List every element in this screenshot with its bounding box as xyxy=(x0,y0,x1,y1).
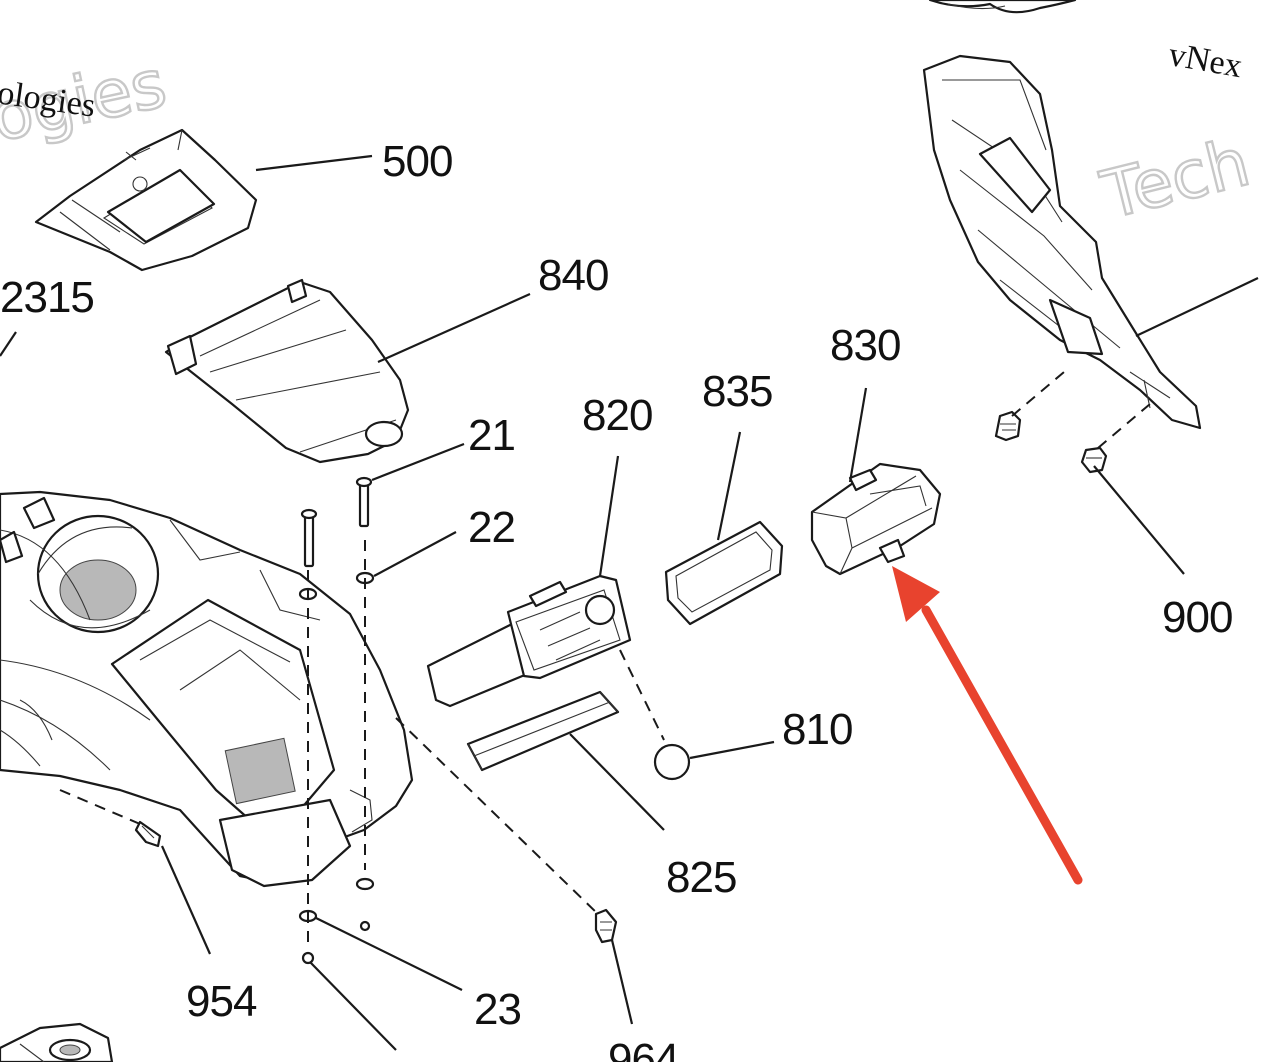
assembly-line-900-b xyxy=(1097,403,1151,449)
callout-23: 23 xyxy=(474,985,521,1034)
part-900-side-panel xyxy=(922,54,1202,430)
bolt-end-b xyxy=(359,920,371,932)
part-954-screw xyxy=(59,789,162,848)
watermark-outline-right: Tech xyxy=(1094,124,1257,235)
callout-810: 810 xyxy=(782,705,852,754)
callout-825: 825 xyxy=(666,853,736,902)
leader-900 xyxy=(1093,465,1185,575)
leader-954 xyxy=(160,845,212,955)
part-830-module xyxy=(810,462,942,576)
callout-900: 900 xyxy=(1162,593,1232,642)
leader-820 xyxy=(598,455,620,577)
leader-830 xyxy=(848,387,868,483)
screw-900-a xyxy=(994,410,1022,442)
leader-500 xyxy=(255,154,373,172)
watermark-left: ogies ologies xyxy=(0,44,174,158)
leader-835 xyxy=(716,431,742,541)
leader-23-b xyxy=(309,961,397,1051)
leader-964 xyxy=(610,939,634,1025)
leader-23 xyxy=(315,917,463,991)
partial-part-bottom-left xyxy=(0,1022,114,1062)
leader-810 xyxy=(689,740,775,760)
callout-22: 22 xyxy=(468,503,515,552)
part-21-screw-b xyxy=(300,508,318,568)
leader-22 xyxy=(373,531,457,577)
part-23-washer-b xyxy=(355,877,375,891)
part-964-screw xyxy=(594,908,618,944)
bolt-end-a xyxy=(301,951,315,965)
part-835-gasket xyxy=(664,520,784,626)
assembly-line-964 xyxy=(395,717,601,917)
assembly-line-810 xyxy=(619,649,665,741)
callout-21: 21 xyxy=(468,411,515,460)
callout-964: 964 xyxy=(608,1035,679,1062)
main-housing xyxy=(0,490,414,888)
callout-830: 830 xyxy=(830,321,900,370)
part-21-screw-a xyxy=(355,476,373,528)
part-840-cover xyxy=(164,278,410,464)
callout-2315: 2315 xyxy=(0,273,94,322)
leader-21 xyxy=(371,442,465,482)
callout-954: 954 xyxy=(186,977,257,1026)
callout-500: 500 xyxy=(382,137,452,186)
callout-835: 835 xyxy=(702,367,772,416)
watermark-right: vNex Tech xyxy=(1093,36,1258,235)
callout-820: 820 xyxy=(582,391,652,440)
highlight-arrow xyxy=(892,566,1083,885)
part-820-housing xyxy=(426,574,632,708)
leader-825 xyxy=(569,733,665,831)
watermark-serif-right: vNex xyxy=(1166,36,1245,85)
part-500-bezel xyxy=(34,128,258,272)
partial-part-top xyxy=(928,0,1077,14)
leader-840 xyxy=(377,292,531,364)
leader-900-panel xyxy=(1135,277,1259,337)
part-810-cap xyxy=(653,743,691,781)
assembly-line-900-a xyxy=(1011,371,1065,417)
part-825-pad xyxy=(466,690,620,772)
leader-2315 xyxy=(0,331,17,357)
screw-900-b xyxy=(1080,446,1108,474)
callout-840: 840 xyxy=(538,251,608,300)
